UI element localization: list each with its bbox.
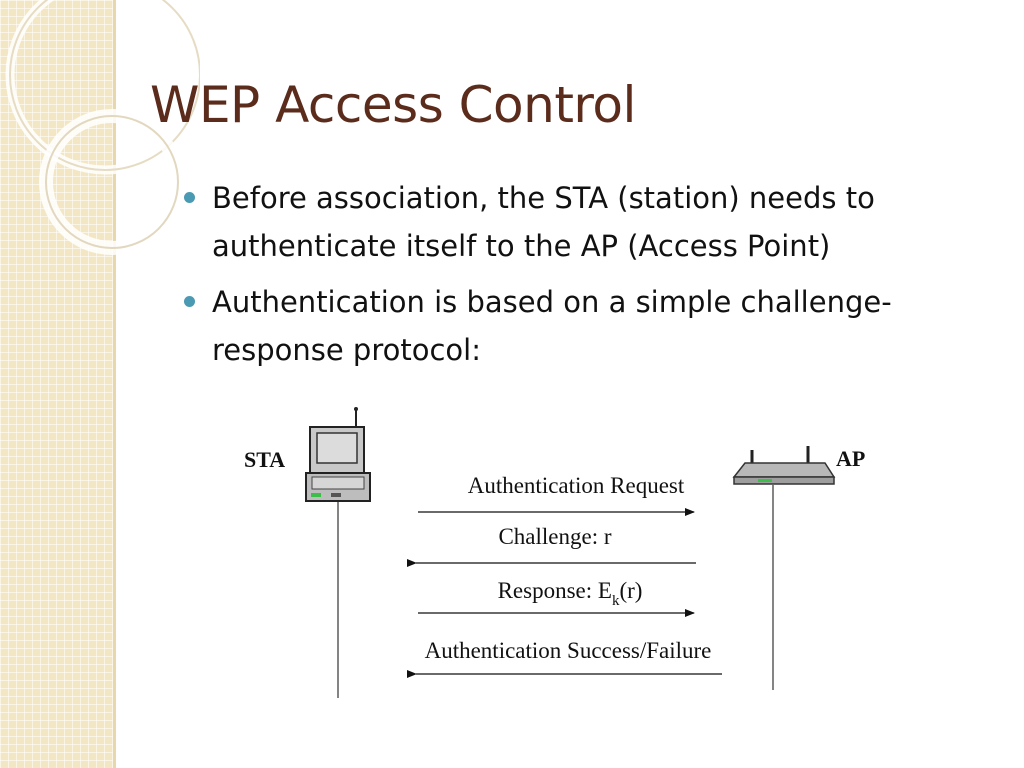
bullet-item: Before association, the STA (station) ne… [182,174,982,270]
message-label-tail: (r) [619,578,642,603]
message-label: Authentication Request [468,473,685,498]
bullet-dot-icon [184,296,195,307]
message-label-subscript: k [612,593,620,609]
laptop-icon [305,407,371,502]
decorative-rings [5,0,200,255]
bullet-text: Before association, the STA (station) ne… [212,181,875,263]
ap-label: AP [836,446,865,471]
message-label: Authentication Success/Failure [425,638,712,663]
message-label-main: Response: E [498,578,612,603]
sidebar-decoration [0,0,113,768]
message-label: Response: Ek(r) [498,578,643,609]
sidebar-edge [113,0,116,768]
sta-label: STA [244,447,285,472]
bullet-text: Authentication is based on a simple chal… [212,285,892,367]
slide-title: WEP Access Control [150,76,636,134]
bullet-item: Authentication is based on a simple chal… [182,278,982,374]
access-point-icon [732,446,836,485]
bullet-dot-icon [184,192,195,203]
bullet-list: Before association, the STA (station) ne… [182,174,982,382]
message-label: Challenge: r [498,524,611,549]
